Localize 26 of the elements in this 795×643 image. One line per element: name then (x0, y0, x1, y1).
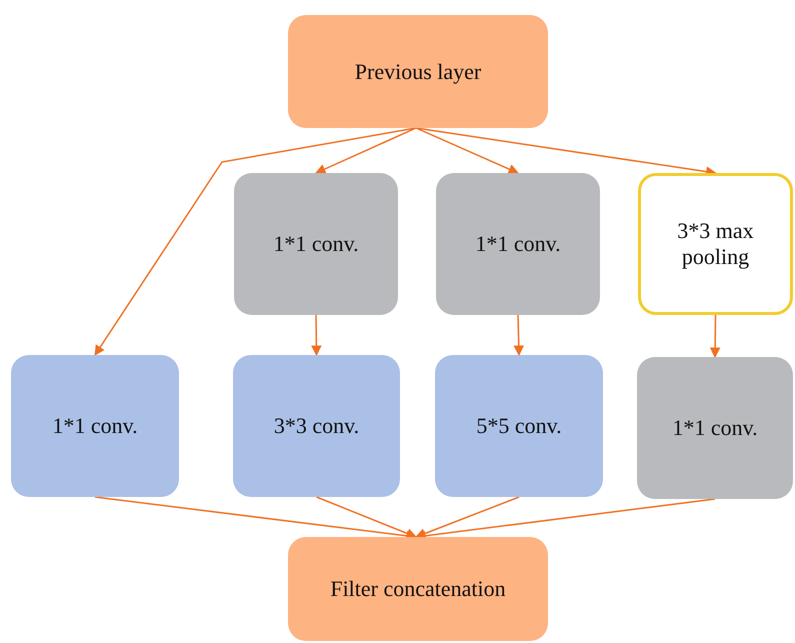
node-label: 1*1 conv. (52, 413, 138, 439)
arrow (416, 127, 519, 174)
convolution-box (435, 355, 603, 497)
node-label: 3*3 max pooling (676, 218, 755, 270)
arrow (514, 314, 524, 356)
pooling-box (638, 173, 793, 315)
convolution-box (234, 173, 398, 315)
node-label: 1*1 conv. (672, 415, 758, 441)
node-label: Previous layer (354, 58, 482, 84)
node-label: 1*1 conv. (273, 231, 359, 257)
node-label: 1*1 conv. (475, 231, 561, 257)
arrow (710, 315, 720, 358)
arrow (315, 127, 416, 174)
layer-box (288, 537, 548, 641)
node-label: 3*3 conv. (274, 413, 360, 439)
arrow (94, 127, 416, 356)
convolution-box (436, 173, 600, 315)
arrow (316, 496, 417, 538)
convolution-box (233, 355, 400, 497)
arrow (311, 314, 322, 356)
node-label: Filter concatenation (330, 576, 506, 602)
layer-box (288, 15, 548, 128)
node-label: 5*5 conv. (476, 413, 562, 439)
arrow (415, 496, 520, 538)
convolution-box (11, 355, 179, 497)
convolution-box (637, 357, 793, 499)
